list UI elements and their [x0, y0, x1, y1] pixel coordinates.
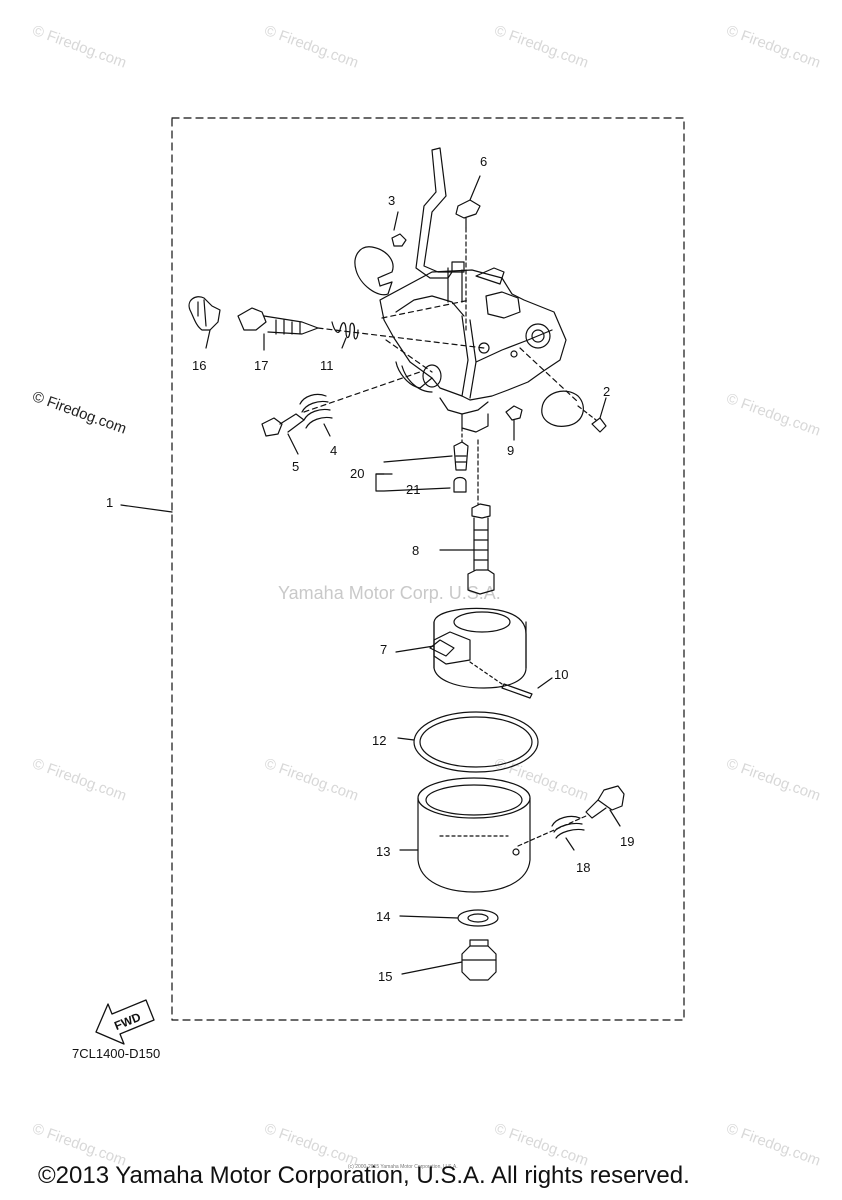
throttle-plate: [541, 390, 584, 427]
callout-13: 13: [376, 844, 390, 859]
fwd-arrow-icon: FWD: [95, 999, 155, 1045]
carburetor-body: [379, 261, 567, 433]
callout-8: 8: [412, 543, 419, 558]
throttle-lever: [415, 147, 453, 279]
part-10-pin: [501, 677, 553, 699]
guide-line: [303, 371, 421, 413]
callout-5: 5: [292, 459, 299, 474]
part-9-screw: [505, 405, 523, 441]
part-15-drain-bolt: [401, 939, 497, 981]
callout-2: 2: [603, 384, 610, 399]
part-12-gasket: [397, 711, 539, 773]
part-4-spring: [299, 393, 333, 437]
callout-21: 21: [406, 482, 420, 497]
callout-7: 7: [380, 642, 387, 657]
part-17-pilot-screw: [237, 307, 319, 351]
part-16-cap: [188, 296, 221, 349]
callout-9: 9: [507, 443, 514, 458]
callout-20: 20: [350, 466, 364, 481]
part-3-screw: [391, 211, 407, 247]
part-5-screw: [261, 413, 305, 455]
choke-plate: [354, 246, 394, 296]
copyright-notice: ©2013 Yamaha Motor Corporation, U.S.A. A…: [38, 1162, 690, 1189]
callout-3: 3: [388, 193, 395, 208]
part-18-spring: [551, 815, 585, 851]
callout-4: 4: [330, 443, 337, 458]
part-8-main-jet: [439, 439, 495, 595]
leader-1: [120, 504, 173, 513]
part-11-spring: [331, 321, 359, 349]
callout-17: 17: [254, 358, 268, 373]
tiny-credit: (c) 2000-2015 Yamaha Motor Corporation, …: [348, 1164, 458, 1170]
reference-code: 7CL1400-D150: [72, 1046, 161, 1061]
callout-15: 15: [378, 969, 392, 984]
callout-6: 6: [480, 154, 487, 169]
part-2-screw: [591, 397, 607, 433]
callout-18: 18: [576, 860, 590, 875]
part-19-screw: [517, 785, 625, 847]
callout-10: 10: [554, 667, 568, 682]
callout-16: 16: [192, 358, 206, 373]
part-7-float: [395, 607, 527, 689]
part-21-o-ring: [453, 476, 467, 493]
part-14-washer: [399, 909, 499, 927]
part-13-float-bowl: [399, 777, 531, 893]
callout-12: 12: [372, 733, 386, 748]
callout-14: 14: [376, 909, 390, 924]
guide-line: [519, 347, 579, 403]
callout-1: 1: [106, 495, 113, 510]
guide-line: [577, 405, 597, 421]
part-20-needle-jet: [453, 427, 469, 471]
assembly-boundary: [171, 117, 685, 1021]
part-6-screw: [455, 175, 481, 331]
callout-11: 11: [320, 358, 334, 373]
guide-line: [317, 327, 485, 349]
callout-19: 19: [620, 834, 634, 849]
center-watermark: Yamaha Motor Corp. U.S.A.: [278, 583, 501, 603]
